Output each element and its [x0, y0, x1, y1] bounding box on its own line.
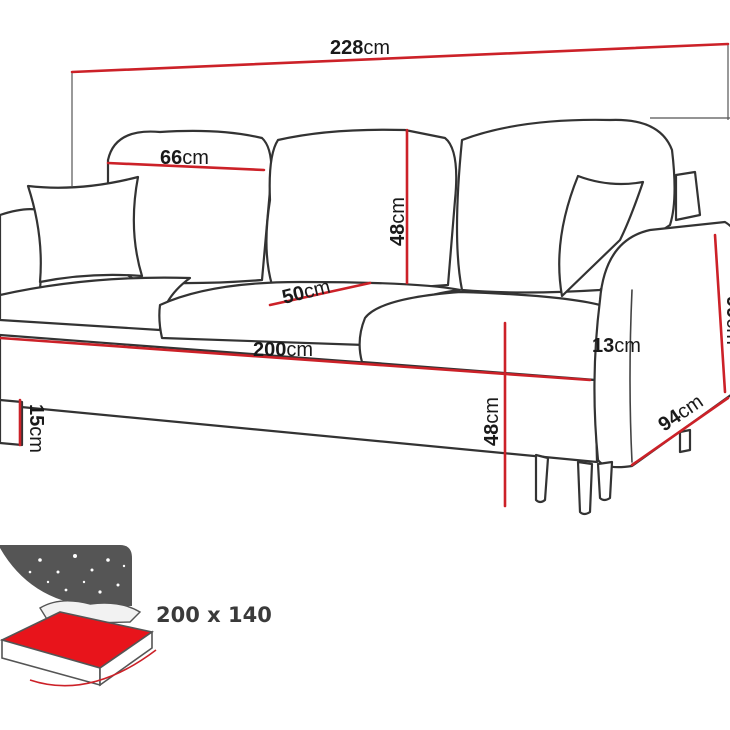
dim-line-seat-width: [0, 336, 592, 382]
seat-cushion-middle: [158, 280, 462, 347]
bed-dimension-arrow: [29, 649, 157, 687]
label-cushion-width: 66cm: [160, 147, 209, 169]
dim-line-seat-depth: [268, 281, 372, 307]
sleeping-area-label: 200 x 140: [156, 603, 272, 627]
armrest-inner-edge: [629, 289, 633, 463]
label-seat-depth: 50cm: [280, 276, 333, 309]
dim-line-cushion-width: [106, 161, 266, 172]
crescent-moon-icon: [0, 548, 90, 606]
night-bed-icon: [0, 545, 157, 687]
label-backrest-height: 48cm: [387, 197, 409, 246]
label-leg-height: 15cm: [25, 404, 47, 453]
label-seat-height: 48cm: [481, 397, 503, 446]
rear-leg-right: [678, 428, 692, 454]
dimension-lines: [0, 42, 730, 508]
throw-pillow-right: [558, 174, 645, 298]
label-total-height: 99cm: [722, 296, 730, 345]
dim-line-overall-width: [70, 42, 730, 74]
stars-icon: [28, 554, 126, 594]
dim-line-overall-depth: [630, 396, 730, 467]
front-leg-left: [534, 453, 550, 504]
throw-pillow-left: [26, 175, 144, 284]
left-leg: [0, 398, 24, 447]
back-cushion-middle: [265, 128, 458, 290]
front-leg-right: [596, 460, 614, 502]
dim-line-total-height: [713, 233, 727, 394]
armrest-back-corner: [674, 170, 702, 222]
front-leg-center: [576, 460, 594, 516]
sofa-drawing: [0, 118, 730, 516]
label-seat-width: 200cm: [253, 339, 313, 361]
label-armrest-width: 13cm: [592, 335, 641, 357]
seat-cushion-right: [358, 290, 602, 382]
label-overall-width: 228cm: [330, 37, 390, 59]
